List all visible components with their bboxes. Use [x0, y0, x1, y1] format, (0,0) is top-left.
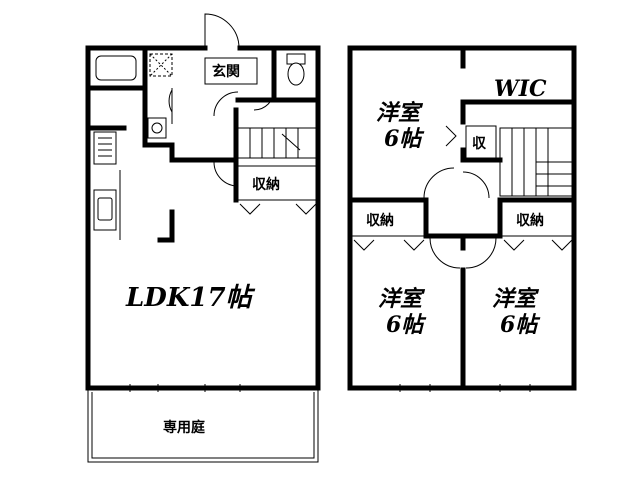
- storage-1f-doors: [239, 203, 317, 215]
- storage-left-box: [351, 201, 425, 237]
- storage-small-label: 収: [472, 135, 487, 152]
- storage-1f-label: 収納: [252, 176, 280, 193]
- floor2-outer-wall: [347, 45, 577, 391]
- floor-1: 玄関: [85, 13, 321, 463]
- stairs-floor2: [499, 127, 573, 197]
- middle-wall: [347, 197, 577, 239]
- room-north-label-2: 6帖: [384, 126, 425, 152]
- bathtub-icon: [95, 55, 137, 81]
- entrance-door: [204, 13, 240, 49]
- floor-2: WIC 収 洋室 6帖 収納 収納: [347, 45, 577, 392]
- se-room-door: [465, 237, 497, 269]
- toilet-door: [253, 89, 275, 111]
- floor2-windows: [399, 384, 531, 392]
- room-sw-label-1: 洋室: [378, 286, 426, 312]
- stairs-floor1: [237, 127, 317, 159]
- storage-right-label: 収納: [516, 212, 544, 229]
- kitchen-door: [213, 161, 239, 187]
- entrance-label: 玄関: [212, 63, 240, 80]
- south-divider-wall: [423, 233, 503, 391]
- stove-icon: [93, 131, 117, 165]
- washer-icon: [149, 53, 173, 77]
- wic-label: WIC: [494, 76, 547, 102]
- entrance-box: [204, 57, 258, 85]
- storage-1f-box: [237, 165, 317, 201]
- bath-wall: [85, 45, 175, 148]
- sw-room-door: [429, 237, 461, 269]
- ldk-label: LDK17帖: [125, 283, 256, 313]
- kitchen-wall: [85, 125, 239, 243]
- hall-door-2: [462, 171, 490, 199]
- north-room-door: [423, 167, 455, 199]
- storage-small-box: [465, 125, 497, 161]
- toilet-wall: [235, 45, 321, 103]
- burners: [98, 137, 112, 157]
- storage-right-box: [501, 201, 573, 237]
- wic-wall: [460, 45, 577, 163]
- room-north-label-1: 洋室: [376, 100, 424, 126]
- room-se-label-2: 6帖: [500, 312, 541, 338]
- garden-label: 専用庭: [163, 419, 206, 436]
- ldk-windows: [120, 384, 250, 392]
- room-sw-label-2: 6帖: [386, 312, 427, 338]
- bath-door: [168, 89, 173, 113]
- storage-left-label: 収納: [366, 212, 394, 229]
- room-se-label-1: 洋室: [492, 286, 540, 312]
- hall-door: [213, 91, 239, 117]
- toilet-icon: [286, 53, 306, 86]
- garden-boundary: [87, 388, 319, 463]
